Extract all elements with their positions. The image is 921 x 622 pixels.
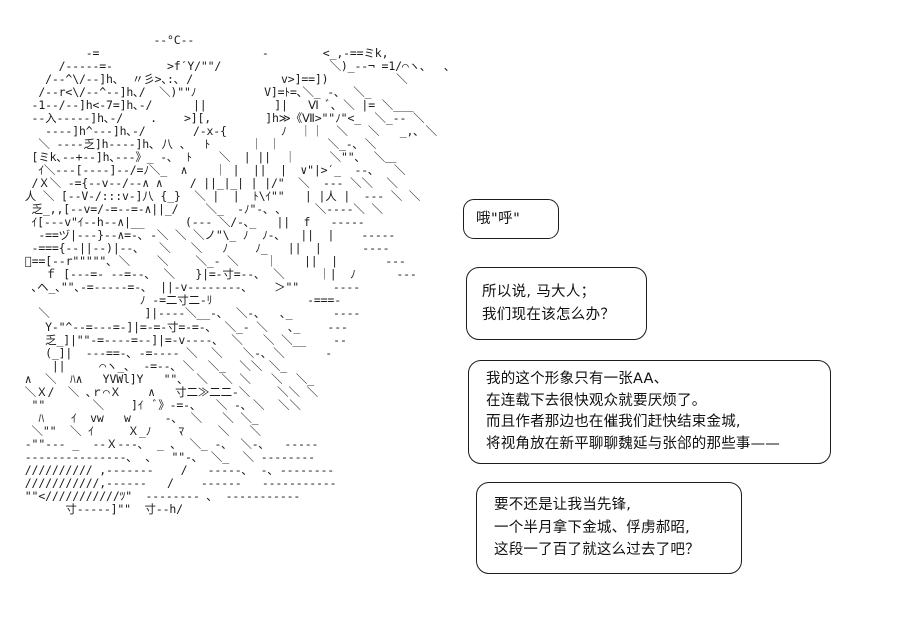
speech-bubble-2: 所以说, 马大人； 我们现在该怎么办？ (466, 267, 647, 340)
ascii-art-canvas: --°C-- -= - <_,-==ミk, /-----=- >fˊY/""/ … (18, 32, 456, 517)
speech-bubble-2-line-2: 我们现在该怎么办？ (482, 306, 616, 323)
speech-bubble-4: 要不还是让我当先锋, 一个半月拿下金城、俘虏郝昭, 这段一了百了就这么过去了吧？ (476, 482, 742, 574)
speech-bubble-3-line-3: 而且作者那边也在催我们赶快结束金城, (486, 414, 741, 430)
speech-bubble-3-line-4: 将视角放在新平聊聊魏延与张郃的那些事—— (486, 435, 780, 452)
speech-bubble-2-line-1: 所以说, 马大人； (482, 283, 596, 300)
speech-bubble-3-line-1: 我的这个形象只有一张AA、 (486, 371, 669, 387)
speech-bubble-1-line-1: 哦"呼" (476, 210, 521, 227)
speech-bubble-1: 哦"呼" (463, 199, 559, 239)
speech-bubble-4-line-3: 这段一了百了就这么过去了吧？ (494, 542, 700, 559)
speech-bubble-3-line-2: 在连载下去很快观众就要厌烦了。 (486, 392, 707, 409)
speech-bubble-4-line-1: 要不还是让我当先锋, (494, 497, 632, 514)
speech-bubble-4-line-2: 一个半月拿下金城、俘虏郝昭, (494, 519, 690, 536)
speech-bubble-3: 我的这个形象只有一张AA、 在连载下去很快观众就要厌烦了。 而且作者那边也在催我… (468, 360, 831, 464)
